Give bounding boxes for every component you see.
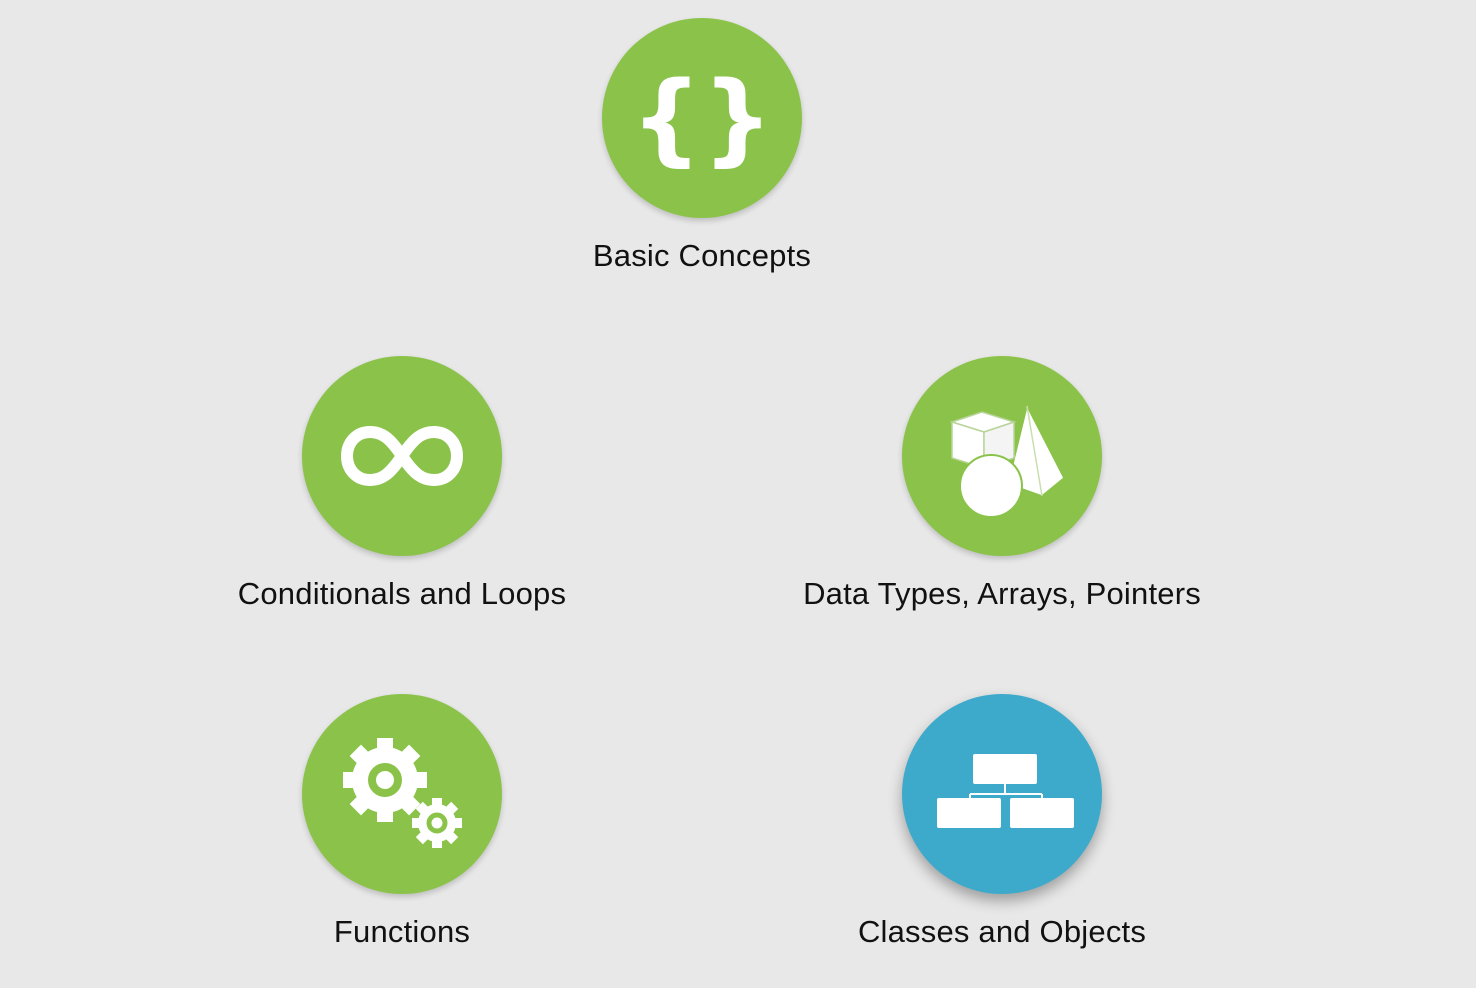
module-classes-objects[interactable]: Classes and Objects bbox=[782, 694, 1222, 950]
module-circle[interactable]: {} bbox=[602, 18, 802, 218]
module-label: Basic Concepts bbox=[592, 238, 812, 273]
module-data-types[interactable]: Data Types, Arrays, Pointers bbox=[782, 356, 1222, 612]
svg-text:{}: {} bbox=[631, 60, 773, 177]
module-label: Conditionals and Loops bbox=[237, 576, 567, 611]
module-basic-concepts[interactable]: {} Basic Concepts bbox=[482, 18, 922, 274]
module-label: Classes and Objects bbox=[857, 914, 1147, 949]
curly-braces-icon: {} bbox=[631, 60, 773, 177]
module-circle[interactable] bbox=[302, 694, 502, 894]
shapes-icon bbox=[949, 403, 1065, 518]
hierarchy-icon bbox=[937, 754, 1074, 828]
module-label: Data Types, Arrays, Pointers bbox=[803, 576, 1201, 611]
gears-icon bbox=[343, 738, 462, 848]
module-functions[interactable]: Functions bbox=[182, 694, 622, 950]
module-label: Functions bbox=[333, 914, 471, 949]
module-conditionals-loops[interactable]: Conditionals and Loops bbox=[182, 356, 622, 612]
module-circle[interactable] bbox=[302, 356, 502, 556]
module-circle[interactable] bbox=[902, 694, 1102, 894]
infinity-icon bbox=[341, 426, 463, 486]
module-circle[interactable] bbox=[902, 356, 1102, 556]
